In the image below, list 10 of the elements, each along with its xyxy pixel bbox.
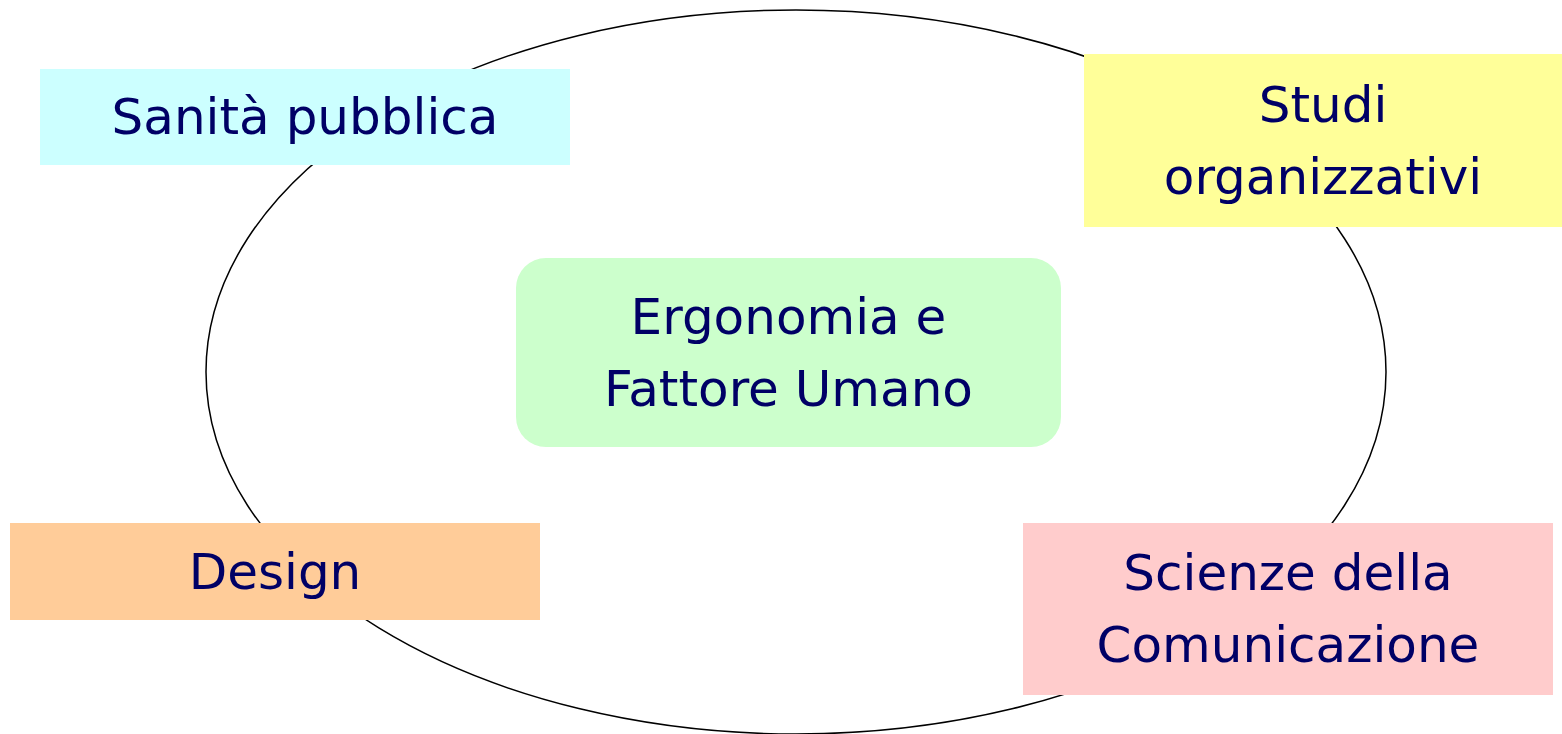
discipline-box	[1084, 54, 1562, 227]
central-topic-box	[516, 258, 1061, 447]
discipline-box	[10, 523, 540, 620]
box-label: Scienze della Comunicazione	[1095, 543, 1481, 676]
discipline-box	[1023, 523, 1553, 695]
box-label: Design	[188, 541, 362, 603]
box-label: Sanità pubblica	[111, 87, 499, 148]
box-label: Ergonomia e Fattore Umano	[603, 286, 974, 420]
box-label: Studi organizzativi	[1162, 74, 1484, 208]
discipline-box	[40, 69, 570, 165]
